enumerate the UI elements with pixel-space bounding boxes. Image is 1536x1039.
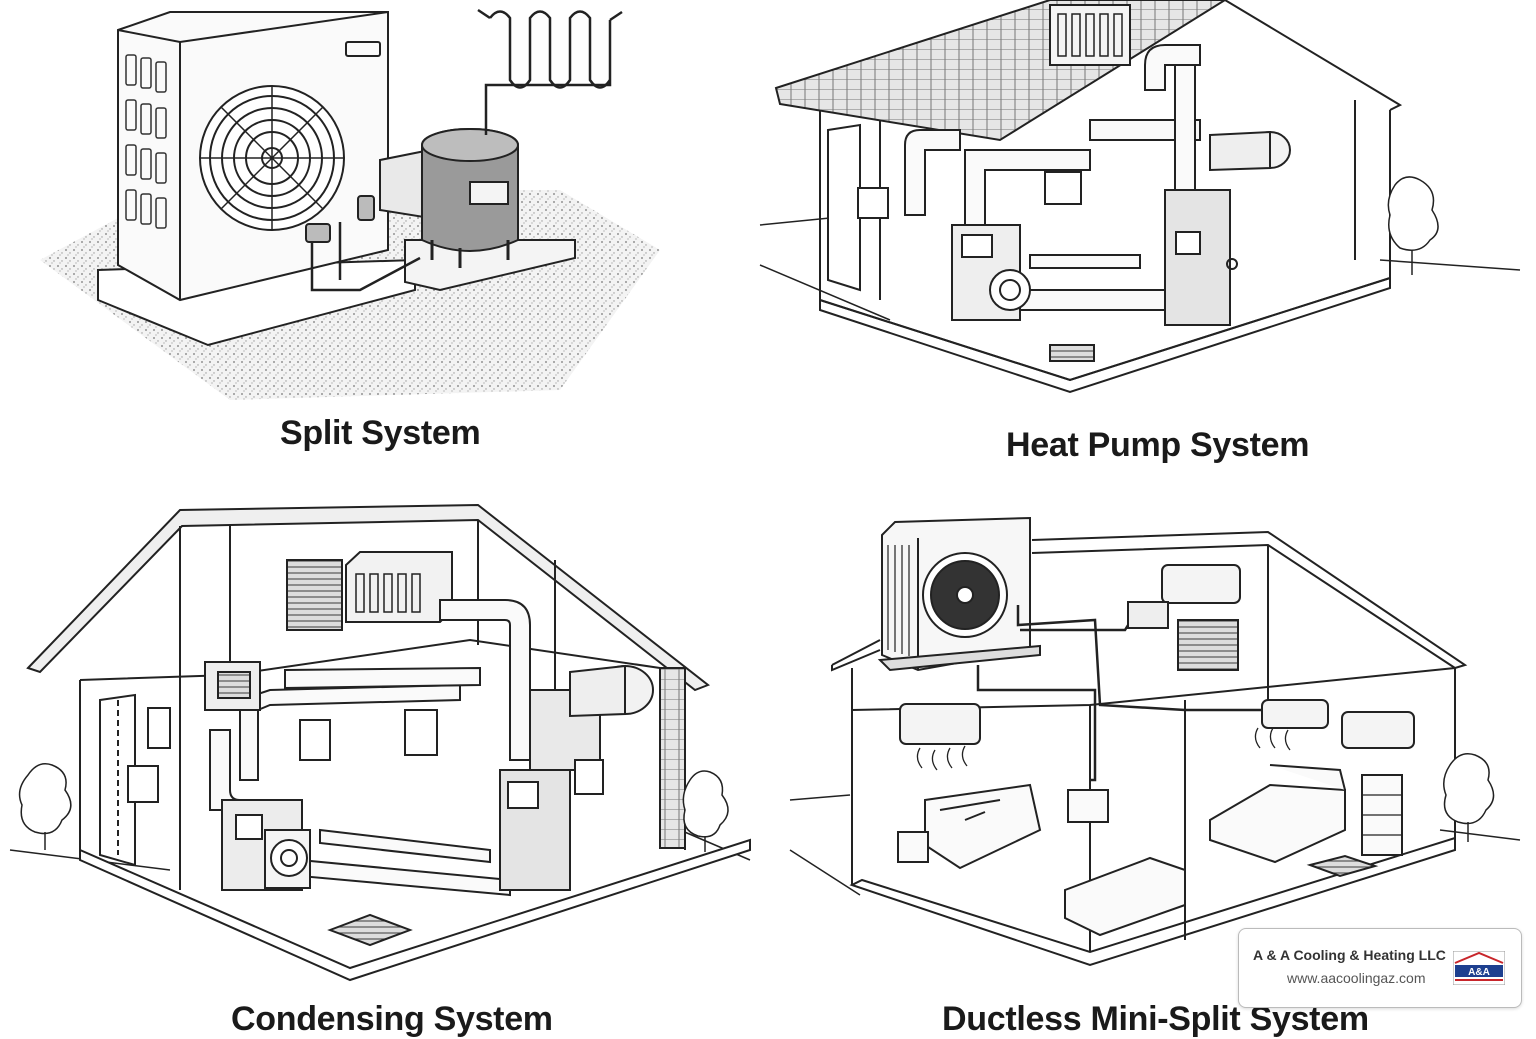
heat-pump-system-illustration xyxy=(759,0,1521,394)
ductwork xyxy=(904,44,1201,311)
tree-icon xyxy=(1387,176,1439,275)
company-watermark-badge: A & A Cooling & Heating LLC www.aacoolin… xyxy=(1238,928,1522,1008)
compressor-unit xyxy=(379,128,519,268)
tree-icon xyxy=(1443,753,1495,842)
roof xyxy=(26,503,711,692)
company-website: www.aacoolingaz.com xyxy=(1287,970,1426,986)
condensing-system-label: Condensing System xyxy=(231,1000,553,1038)
house-roof xyxy=(831,530,1468,670)
wall-mounted-indoor-unit xyxy=(899,564,1415,749)
tree-icon xyxy=(18,763,729,852)
outdoor-condenser-unit xyxy=(877,516,1041,672)
bedroom-furniture xyxy=(1209,764,1403,864)
condenser-fan-icon xyxy=(199,85,345,231)
split-system-label: Split System xyxy=(280,414,481,452)
heat-pump-system-label: Heat Pump System xyxy=(1006,426,1310,464)
furnace-unit xyxy=(1164,189,1231,326)
split-system-illustration xyxy=(40,8,660,400)
company-logo-icon: A&A xyxy=(1453,951,1505,985)
living-room-furniture xyxy=(897,783,1186,937)
refrigerant-coil xyxy=(477,8,623,135)
ductwork xyxy=(209,599,531,897)
ductless-system-illustration xyxy=(789,516,1521,967)
condensing-system-illustration xyxy=(9,503,751,982)
outdoor-condenser-unit xyxy=(117,11,389,302)
refrigerant-lines xyxy=(976,605,1290,782)
svg-text:A&A: A&A xyxy=(1468,967,1490,978)
company-name: A & A Cooling & Heating LLC xyxy=(1253,947,1446,963)
